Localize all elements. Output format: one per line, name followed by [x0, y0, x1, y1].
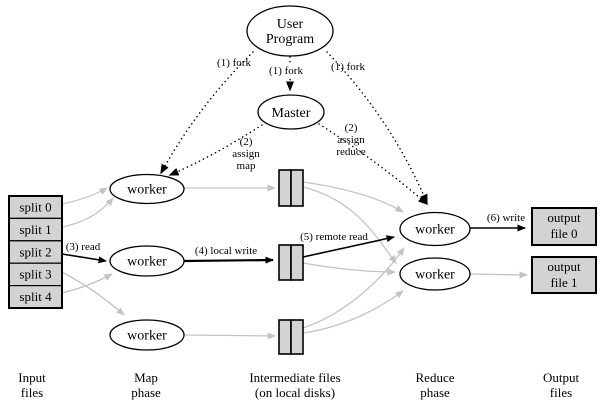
edge-split0-to-worker1 — [61, 187, 108, 205]
buffer-1-cell-left — [278, 169, 292, 207]
map-worker-1-label: worker — [127, 183, 167, 198]
map-worker-2-ellipse — [109, 245, 185, 277]
edge-buffer3-to-reduce2 — [302, 290, 404, 334]
edge-buffer2-remote-read — [302, 235, 395, 258]
write-label: (6) write — [487, 212, 525, 224]
buffer-2-cell-right — [290, 244, 304, 281]
fork-right-label: (1) fork — [331, 61, 365, 73]
reduce-worker-1-label: worker — [415, 223, 455, 238]
edge-fork-to-reduce1 — [326, 51, 428, 205]
fork-mid-label: (1) fork — [269, 65, 303, 77]
output-file-1: output file 1 — [531, 256, 597, 294]
split-stack-outline — [8, 195, 63, 309]
reduce-worker-2-label: worker — [415, 268, 455, 283]
map-worker-2-label: worker — [127, 255, 167, 270]
reduce-worker-1-ellipse — [399, 211, 471, 247]
buffer-1-cell-right — [290, 169, 304, 207]
edge-split3-to-worker3 — [61, 271, 125, 316]
edge-worker3-to-buffer3 — [183, 332, 276, 340]
output-file-0-box — [531, 207, 597, 246]
edge-assign-map — [168, 124, 263, 176]
fork-left-label: (1) fork — [217, 57, 251, 69]
output-file-1-line1: output — [547, 259, 581, 274]
output-file-0: output file 0 — [531, 207, 597, 246]
user-program-label-line1: User — [277, 17, 304, 32]
edge-buffer3-to-reduce1 — [302, 247, 405, 329]
reduce-worker-1: worker — [399, 211, 471, 247]
split-0-label: split 0 — [19, 200, 51, 215]
split-1-label: split 1 — [19, 222, 51, 237]
split-4-label: split 4 — [19, 289, 52, 304]
reduce-worker-2: worker — [399, 257, 471, 291]
assign-reduce-label-line3: reduce — [336, 146, 365, 158]
intermediate-files-label-line1: Intermediate files — [249, 370, 340, 385]
edge-assign-reduce — [318, 123, 429, 205]
split-2-label: split 2 — [19, 244, 51, 259]
user-program-ellipse — [246, 5, 334, 57]
input-splits: split 0 split 1 split 2 split 3 split 4 — [8, 195, 63, 309]
assign-reduce-label-line2: assign — [337, 134, 365, 146]
edge-buffer2-to-reduce2 — [302, 262, 396, 276]
reduce-phase-label-line2: phase — [420, 385, 450, 400]
edge-reduce2-to-output1 — [469, 271, 528, 279]
map-worker-3-ellipse — [109, 319, 185, 351]
map-phase-label-line1: Map — [134, 370, 158, 385]
master-ellipse — [257, 94, 325, 130]
edge-annotations: (1) fork (1) fork (1) fork (2) assign ma… — [66, 57, 525, 257]
reduce-phase-label-line1: Reduce — [416, 370, 455, 385]
local-write-label: (4) local write — [195, 245, 257, 257]
read-label: (3) read — [66, 241, 101, 253]
fork-mid-label-bg — [266, 64, 306, 76]
output-files-label-line1: Output — [543, 370, 580, 385]
output-file-1-box — [531, 256, 597, 294]
map-phase-label-line2: phase — [131, 385, 161, 400]
buffer-3-cell-left — [278, 319, 292, 355]
assign-map-label-line3: map — [237, 160, 256, 172]
buffer-2-cell-left — [278, 244, 292, 281]
map-worker-3: worker — [109, 319, 185, 351]
map-worker-1-ellipse — [109, 173, 185, 205]
output-file-1-line2: file 1 — [550, 275, 577, 290]
split-3-label: split 3 — [19, 267, 51, 282]
edge-fork-to-worker1 — [160, 51, 254, 175]
buffer-3-cell-right — [290, 319, 304, 355]
edge-buffer1-to-reduce2 — [302, 186, 397, 264]
map-worker-3-label: worker — [127, 329, 167, 344]
assign-map-label-line1: (2) — [240, 136, 253, 148]
edge-buffer1-to-reduce1 — [302, 181, 404, 213]
user-program-label-line2: Program — [266, 32, 314, 47]
gray-edges — [61, 181, 528, 340]
assign-map-label-line2: assign — [232, 148, 260, 160]
output-files-label-line2: files — [550, 385, 572, 400]
black-edges — [61, 224, 526, 264]
assign-reduce-label-line1: (2) — [345, 122, 358, 134]
intermediate-files-label-line2: (on local disks) — [255, 385, 335, 400]
reduce-worker-2-ellipse — [399, 257, 471, 291]
remote-read-label: (5) remote read — [300, 231, 368, 243]
map-worker-1: worker — [109, 173, 185, 205]
input-files-label-line2: files — [21, 385, 43, 400]
input-files-label-line1: Input — [18, 370, 46, 385]
dotted-edges — [160, 51, 429, 205]
output-file-0-line1: output — [547, 210, 581, 225]
edge-split4-to-worker2 — [61, 273, 113, 294]
master-label: Master — [272, 106, 311, 121]
map-worker-2: worker — [109, 245, 185, 277]
user-program-node: User Program — [246, 5, 334, 57]
output-file-0-line2: file 0 — [550, 226, 577, 241]
intermediate-buffer-2 — [278, 244, 304, 281]
edge-worker2-local-write — [183, 256, 274, 264]
intermediate-buffer-3 — [278, 319, 304, 355]
intermediate-buffer-1 — [278, 169, 304, 207]
master-node: Master — [257, 94, 325, 130]
phase-labels: Input files Map phase Intermediate files… — [18, 370, 579, 400]
edge-split1-to-worker1 — [61, 197, 114, 228]
edge-split2-read — [61, 253, 107, 264]
